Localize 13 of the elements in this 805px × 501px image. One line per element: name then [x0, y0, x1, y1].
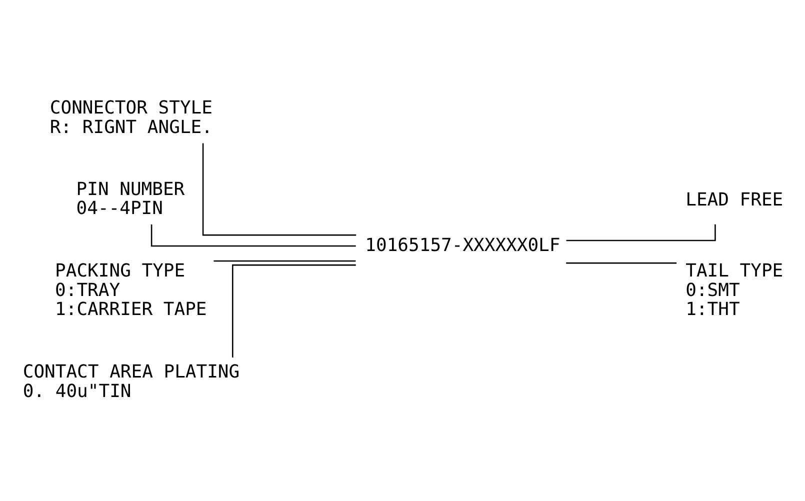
connector [214, 260, 356, 262]
node-text: PIN NUMBER 04--4PIN [76, 178, 185, 220]
node-text: TAIL TYPE 0:SMT 1:THT [686, 260, 784, 320]
node-text: CONTACT AREA PLATING 0. 40u"TIN [22, 362, 240, 402]
connector [566, 224, 716, 242]
connector [150, 224, 356, 247]
connector [566, 262, 677, 264]
connector [232, 264, 356, 358]
node-text: 10165157-XXXXXX0LF [365, 234, 560, 256]
node-text: CONNECTOR STYLE R: RIGNT ANGLE. [50, 98, 212, 138]
node-text: LEAD FREE [686, 190, 784, 211]
node-text: PACKING TYPE 0:TRAY 1:CARRIER TAPE [55, 260, 207, 320]
connector [202, 143, 356, 236]
